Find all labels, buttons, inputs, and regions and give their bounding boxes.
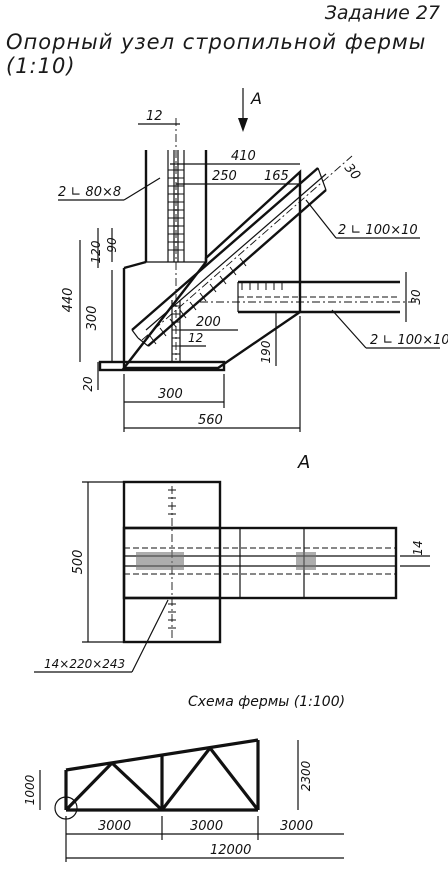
diagonal-chord-lower [131, 167, 319, 331]
view-a-drawing: A 500 14 14×220×243 [34, 452, 430, 673]
diagonal-chord-upper [147, 189, 327, 347]
dim-300-vertical: 300 [85, 306, 100, 331]
task-number: Задание 27 [324, 2, 440, 24]
dim-250: 250 [212, 169, 237, 184]
truss-scheme: Схема фермы (1:100) 1000 2300 3000 3000 … [23, 694, 345, 862]
dim-560: 560 [198, 413, 223, 428]
dim-440: 440 [61, 288, 76, 313]
dim-120: 120 [89, 240, 103, 263]
view-a-title: A [297, 452, 310, 473]
support-node-drawing: A [58, 88, 448, 432]
dim-300-horizontal: 300 [158, 387, 183, 402]
scheme-title: Схема фермы (1:100) [188, 694, 345, 710]
view-arrow-icon [238, 118, 248, 132]
dim-200: 200 [196, 315, 221, 330]
base-plate [98, 360, 226, 372]
scheme-height-left: 1000 [23, 774, 37, 805]
label-diagonal-angles: 2 ∟ 100×10 [338, 223, 418, 238]
dim-12-inner: 12 [188, 331, 203, 345]
dim-90: 90 [105, 237, 119, 253]
dim-12-top: 12 [146, 109, 163, 124]
view-a-weld-left [136, 552, 184, 570]
scheme-height-right: 2300 [299, 760, 313, 791]
view-a-dim-500: 500 [71, 550, 86, 575]
gusset-plate [121, 169, 302, 370]
view-a-dim-14: 14 [411, 540, 425, 555]
scheme-span-3: 3000 [280, 819, 313, 834]
dim-30-diagonal: 30 [341, 161, 363, 183]
dim-410: 410 [231, 149, 256, 164]
scheme-total-span: 12000 [210, 843, 251, 858]
drawing-title: Опорный узел стропильной фермы (1:10) [6, 30, 427, 78]
label-column-angles: 2 ∟ 80×8 [58, 185, 121, 200]
dim-190: 190 [259, 340, 273, 363]
dim-30-right: 30 [409, 289, 423, 305]
dim-165: 165 [264, 169, 289, 184]
scheme-span-1: 3000 [98, 819, 131, 834]
label-chord-angles: 2 ∟ 100×10 [370, 333, 448, 348]
dim-20: 20 [81, 376, 95, 392]
view-arrow-label: A [250, 89, 262, 108]
scheme-span-2: 3000 [190, 819, 223, 834]
view-a-plate-label: 14×220×243 [44, 657, 125, 671]
view-a-chord [122, 526, 398, 600]
view-a-weld-right [296, 552, 316, 570]
